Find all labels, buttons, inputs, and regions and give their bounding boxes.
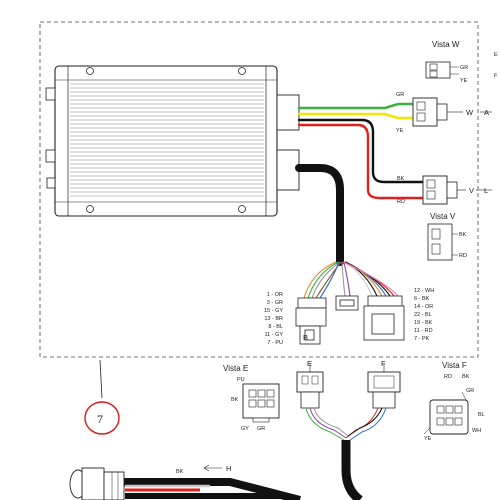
vista-v-rd: RD bbox=[459, 253, 467, 259]
lower-harness bbox=[341, 440, 363, 500]
wires-to-v bbox=[297, 118, 425, 200]
wire-label-bk: BK bbox=[397, 176, 405, 182]
connector-f-lower bbox=[367, 364, 401, 409]
pin-list-left: 1 - OR 3 - GR 15 - GY 13 - BR 8 - BL 11 … bbox=[264, 292, 283, 346]
vista-f-view bbox=[423, 391, 469, 435]
connector-e-label: E bbox=[307, 359, 312, 368]
pin-right-4: 22 - BL bbox=[414, 312, 432, 318]
connector-w-label: W bbox=[466, 108, 474, 117]
vista-e-gr: GR bbox=[257, 426, 265, 432]
pin-left-7: 7 - PU bbox=[267, 340, 283, 346]
pin-right-2: 6 - BK bbox=[414, 296, 430, 302]
pin-left-4: 13 - BR bbox=[264, 316, 283, 322]
pin-right-6: 11 - RD bbox=[414, 328, 433, 334]
callout-number: 7 bbox=[97, 412, 103, 426]
vista-e-pu: PU bbox=[237, 377, 245, 383]
connector-v bbox=[422, 175, 492, 205]
vista-w-view bbox=[425, 61, 459, 79]
pin-left-6: 11 - GY bbox=[264, 332, 283, 338]
main-harness bbox=[295, 164, 344, 266]
connector-l-label: L bbox=[484, 186, 488, 195]
vista-w-ye: YE bbox=[460, 78, 468, 84]
wires-to-w bbox=[297, 102, 415, 120]
wire-label-h-bk: BK bbox=[176, 469, 184, 475]
edge-label-e: E bbox=[494, 52, 498, 58]
vista-f-bl: BL bbox=[478, 412, 485, 418]
wire-label-rd: RD bbox=[397, 199, 405, 205]
breakout-connector-center bbox=[335, 295, 359, 311]
pin-left-1: 1 - OR bbox=[267, 292, 283, 298]
vista-e-title: Vista E bbox=[223, 364, 248, 373]
connector-f-label: F bbox=[381, 359, 386, 368]
pin-right-5: 19 - BK bbox=[414, 320, 433, 326]
pin-left-3: 15 - GY bbox=[264, 308, 283, 314]
vista-v-title: Vista V bbox=[430, 212, 456, 221]
connector-h-label: H bbox=[226, 464, 231, 473]
pin-list-right: 12 - WH 6 - BK 14 - OR 22 - BL 19 - BK 1… bbox=[414, 288, 434, 342]
vista-f-gr: GR bbox=[466, 388, 474, 394]
connector-v-label: V bbox=[469, 186, 474, 195]
wire-label-ye: YE bbox=[396, 128, 404, 134]
pin-left-5: 8 - BL bbox=[268, 324, 283, 330]
ecu-module bbox=[45, 65, 300, 217]
vista-e-view bbox=[242, 383, 280, 423]
wire-label-gr: GR bbox=[396, 92, 404, 98]
pin-right-3: 14 - OR bbox=[414, 304, 433, 310]
vista-f-ye: YE bbox=[424, 436, 432, 442]
vista-v-bk: BK bbox=[459, 232, 467, 238]
vista-f-rd: RD bbox=[444, 374, 452, 380]
callout-leader bbox=[99, 359, 103, 399]
vista-f-title: Vista F bbox=[442, 361, 467, 370]
pin-right-7: 7 - PK bbox=[414, 336, 430, 342]
vista-e-bk: BK bbox=[231, 397, 239, 403]
vista-w-gr: GR bbox=[460, 65, 468, 71]
vista-f-wh: WH bbox=[472, 428, 481, 434]
lower-harness-wires bbox=[305, 407, 387, 441]
pin-left-2: 3 - GR bbox=[267, 300, 283, 306]
vista-w-title: Vista W bbox=[432, 40, 460, 49]
connector-h bbox=[69, 464, 301, 500]
connector-e-lower bbox=[296, 364, 324, 409]
breakout-wires bbox=[303, 261, 399, 299]
vista-f-bk: BK bbox=[462, 374, 470, 380]
connector-b-label: B bbox=[303, 333, 308, 342]
breakout-connector-b bbox=[295, 297, 327, 345]
breakout-connector-right bbox=[363, 295, 405, 341]
vista-e-gy: GY bbox=[241, 426, 249, 432]
vista-v-view bbox=[427, 223, 458, 261]
assembly-boundary bbox=[39, 21, 479, 358]
pin-right-1: 12 - WH bbox=[414, 288, 434, 294]
callout-circle bbox=[84, 401, 120, 435]
connector-w bbox=[412, 97, 492, 127]
connector-a-label: A bbox=[484, 108, 489, 117]
edge-label-f: F bbox=[494, 73, 498, 79]
